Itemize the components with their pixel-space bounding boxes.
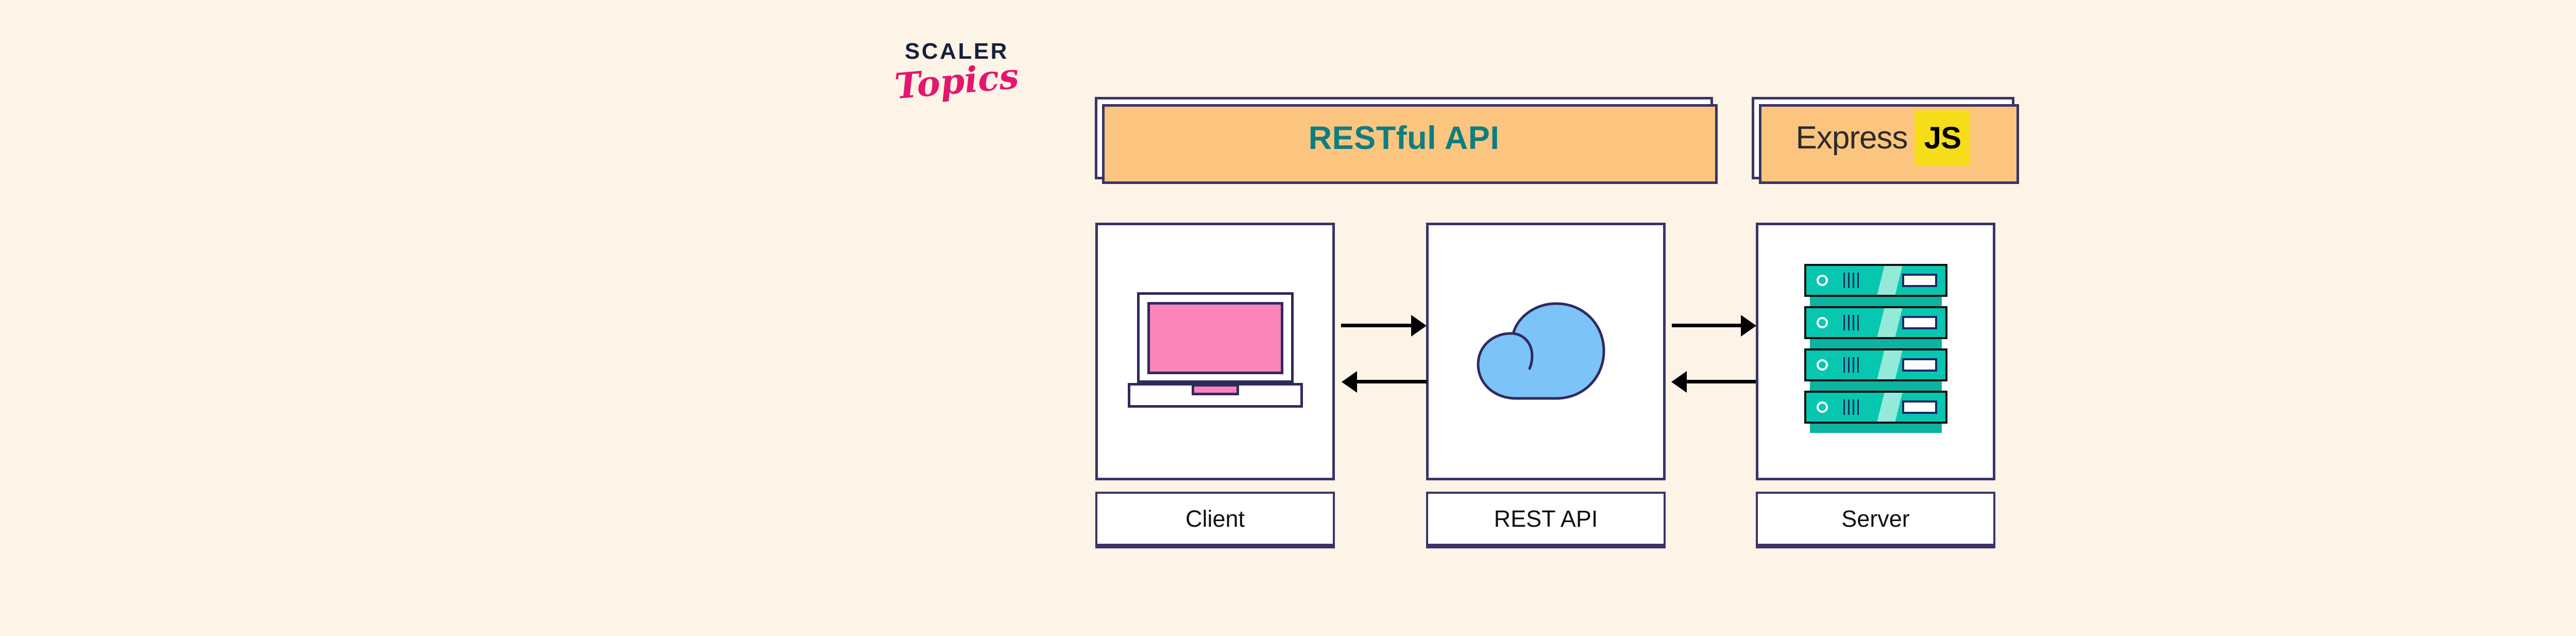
- scaler-topics-logo: SCALER Topics: [879, 40, 1034, 133]
- server-panel-inner: [1758, 225, 1993, 478]
- restful-api-title-box: RESTful API: [1095, 97, 1718, 184]
- power-indicator-icon: [1816, 275, 1828, 286]
- logo-topics-text: Topics: [893, 55, 1021, 108]
- vent-ticks-icon: [1843, 357, 1859, 373]
- expressjs-logo: Express JS: [1754, 99, 2012, 177]
- rack-unit: [1804, 306, 1947, 339]
- rack-plinth: [1809, 424, 1942, 433]
- laptop-base: [1127, 383, 1303, 408]
- rack-drive-slot: [1902, 274, 1937, 287]
- power-indicator-icon: [1816, 359, 1828, 371]
- arrow-client-to-restapi: [1341, 324, 1413, 327]
- power-indicator-icon: [1816, 401, 1828, 413]
- server-rack-icon: [1801, 264, 1951, 439]
- arrow-server-to-restapi: [1685, 380, 1756, 383]
- rack-gleam: [1872, 393, 1904, 422]
- server-node-panel: [1756, 223, 1995, 480]
- vent-ticks-icon: [1843, 399, 1859, 415]
- rack-gleam: [1872, 266, 1904, 295]
- label-box-client: Client: [1095, 492, 1335, 548]
- rack-unit: [1804, 264, 1947, 297]
- laptop-icon: [1127, 292, 1303, 411]
- js-badge-icon: JS: [1914, 110, 1971, 166]
- rack-drive-slot: [1902, 316, 1937, 329]
- rack-plinth: [1809, 297, 1942, 306]
- rack-drive-slot: [1902, 358, 1937, 372]
- vent-ticks-icon: [1843, 273, 1859, 288]
- rest-api-panel-inner: [1429, 225, 1663, 478]
- logo-scaler-text: SCALER: [905, 39, 1009, 64]
- vent-ticks-icon: [1843, 315, 1859, 330]
- rack-gleam: [1872, 308, 1904, 337]
- rest-api-node-panel: [1426, 223, 1666, 480]
- client-node-panel: [1095, 223, 1335, 480]
- page-title: RESTful API: [1308, 120, 1500, 156]
- js-badge-label: JS: [1924, 121, 1961, 155]
- express-wordmark: Express: [1795, 120, 1908, 156]
- arrow-restapi-to-client: [1355, 380, 1427, 383]
- arrow-restapi-to-server: [1672, 324, 1743, 327]
- node-label-client: Client: [1185, 506, 1245, 532]
- laptop-lid: [1137, 292, 1294, 383]
- rack-unit: [1804, 348, 1947, 381]
- node-label-rest-api: REST API: [1494, 506, 1598, 532]
- label-box-server: Server: [1756, 492, 1995, 548]
- laptop-touchpad: [1191, 384, 1239, 395]
- cloud-icon: [1477, 302, 1605, 400]
- expressjs-badge-box: Express JS: [1752, 97, 2019, 184]
- rack-drive-slot: [1902, 400, 1937, 414]
- rack-unit: [1804, 391, 1947, 424]
- rack-plinth: [1809, 339, 1942, 348]
- laptop-screen: [1147, 302, 1283, 374]
- rack-gleam: [1872, 350, 1904, 379]
- client-panel-inner: [1098, 225, 1332, 478]
- power-indicator-icon: [1816, 317, 1828, 328]
- rack-plinth: [1809, 381, 1942, 391]
- label-box-rest-api: REST API: [1426, 492, 1666, 548]
- node-label-server: Server: [1841, 506, 1910, 532]
